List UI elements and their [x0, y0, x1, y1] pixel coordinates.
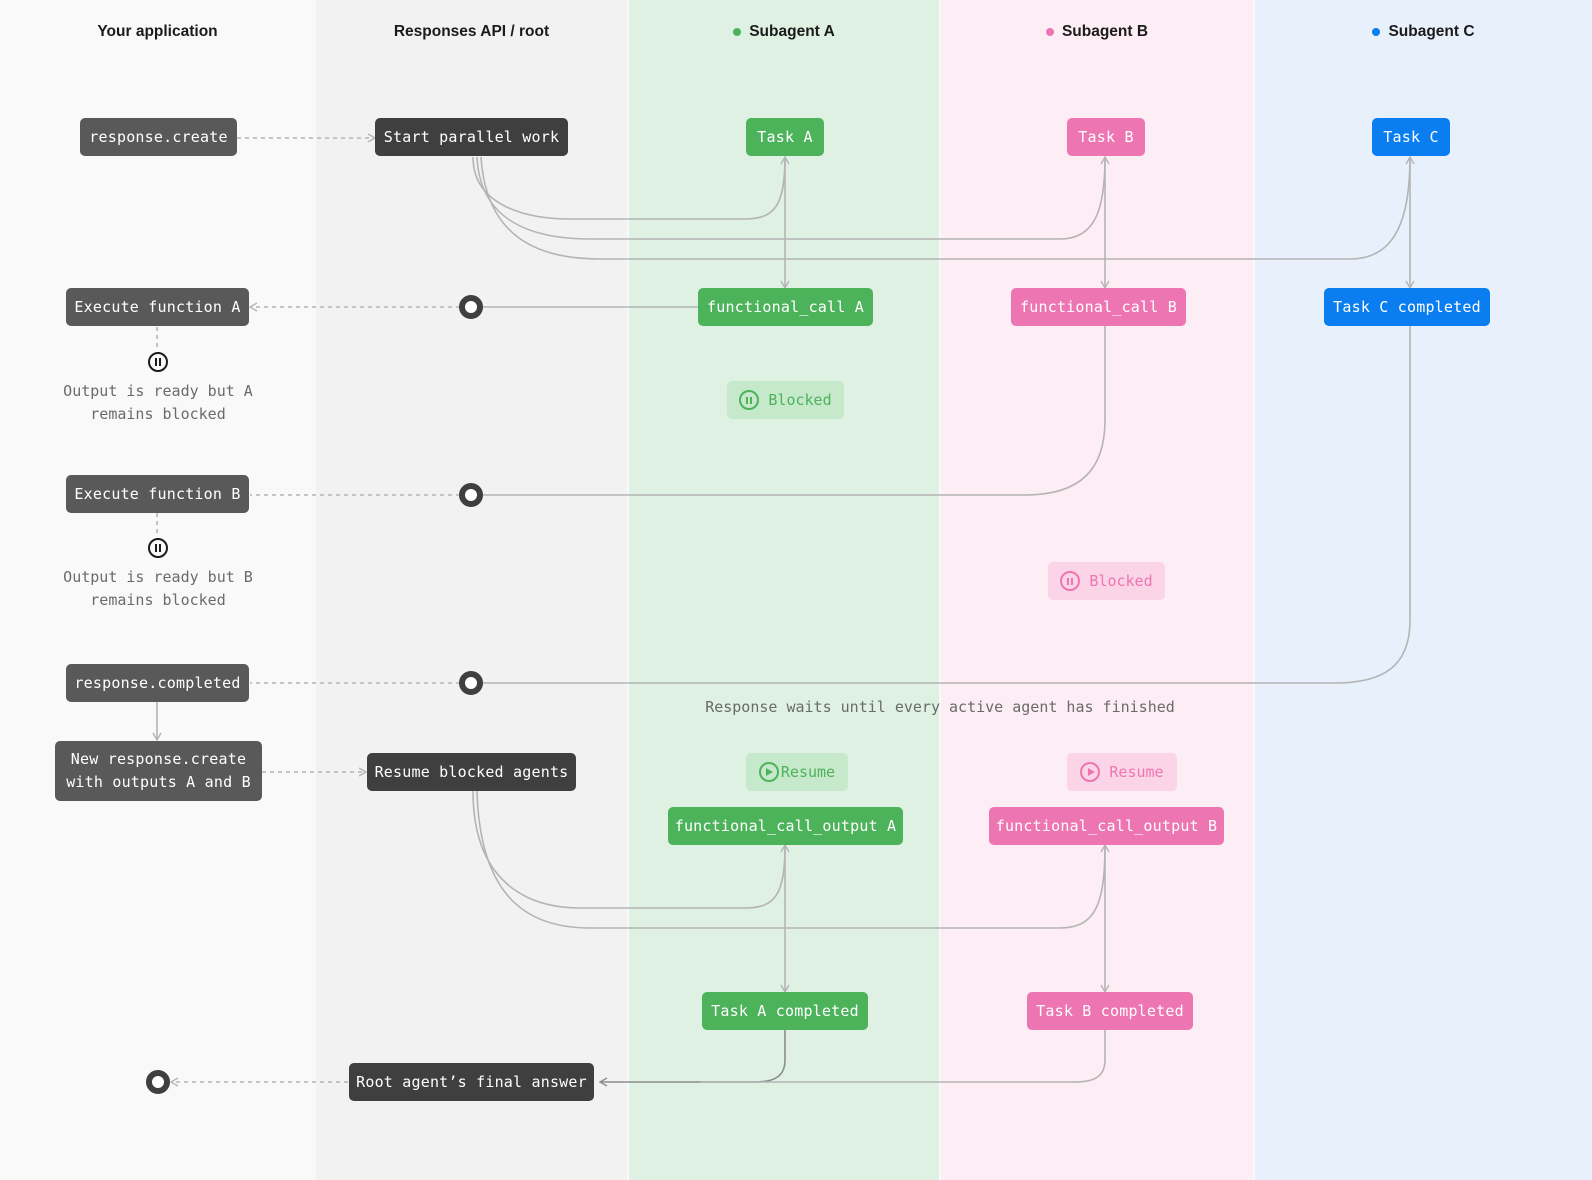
new-response-create-node: New response.create with outputs A and B [55, 741, 262, 801]
endpoint-circle-icon [459, 483, 483, 507]
functional-call-a-node: functional_call A [698, 288, 873, 326]
resume-b-badge: Resume [1067, 753, 1177, 791]
note-output-ready-b: Output is ready but B remains blocked [63, 568, 253, 609]
task-b-node: Task B [1067, 118, 1145, 156]
lane-title-your-application: Your application [97, 23, 218, 40]
lane-your-application [0, 0, 315, 1180]
pause-icon [148, 352, 168, 372]
functional-call-b-node: functional_call B [1011, 288, 1186, 326]
lane-title-subagent-c: Subagent C [1255, 22, 1592, 42]
endpoint-circle-icon [146, 1070, 170, 1094]
note-output-ready-a: Output is ready but A remains blocked [63, 382, 253, 423]
execute-function-b-node: Execute function B [66, 475, 249, 513]
resume-blocked-agents-node: Resume blocked agents [367, 753, 576, 791]
lane-title-responses-api: Responses API / root [393, 23, 550, 40]
functional-call-output-a-node: functional_call_output A [668, 807, 903, 845]
blocked-a-badge: Blocked [727, 381, 844, 419]
subagent-c-dot-icon [1372, 28, 1381, 36]
note-response-waits: Response waits until every active agent … [705, 698, 1175, 716]
pause-icon [148, 538, 168, 558]
endpoint-circle-icon [459, 295, 483, 319]
task-b-completed-node: Task B completed [1027, 992, 1193, 1030]
execute-function-a-node: Execute function A [66, 288, 249, 326]
functional-call-output-b-node: functional_call_output B [989, 807, 1224, 845]
lane-subagent-a [629, 0, 939, 1180]
play-icon [1080, 762, 1101, 782]
task-a-completed-node: Task A completed [702, 992, 868, 1030]
lane-title-subagent-b: Subagent B [941, 22, 1253, 42]
root-final-answer-node: Root agent’s final answer [349, 1063, 594, 1101]
lane-title-subagent-a: Subagent A [629, 22, 939, 42]
lane-subagent-c [1255, 0, 1592, 1180]
blocked-b-badge: Blocked [1048, 562, 1165, 600]
start-parallel-work-node: Start parallel work [375, 118, 568, 156]
lane-responses-api [316, 0, 627, 1180]
response-create-node: response.create [80, 118, 237, 156]
pause-icon [739, 390, 760, 410]
pause-icon [1060, 571, 1081, 591]
play-icon [758, 762, 779, 782]
task-c-completed-node: Task C completed [1324, 288, 1490, 326]
subagent-a-dot-icon [733, 28, 742, 36]
resume-a-badge: Resume [746, 753, 848, 791]
task-a-node: Task A [746, 118, 824, 156]
subagent-b-dot-icon [1045, 28, 1054, 36]
endpoint-circle-icon [459, 671, 483, 695]
task-c-node: Task C [1372, 118, 1450, 156]
response-completed-node: response.completed [66, 664, 249, 702]
